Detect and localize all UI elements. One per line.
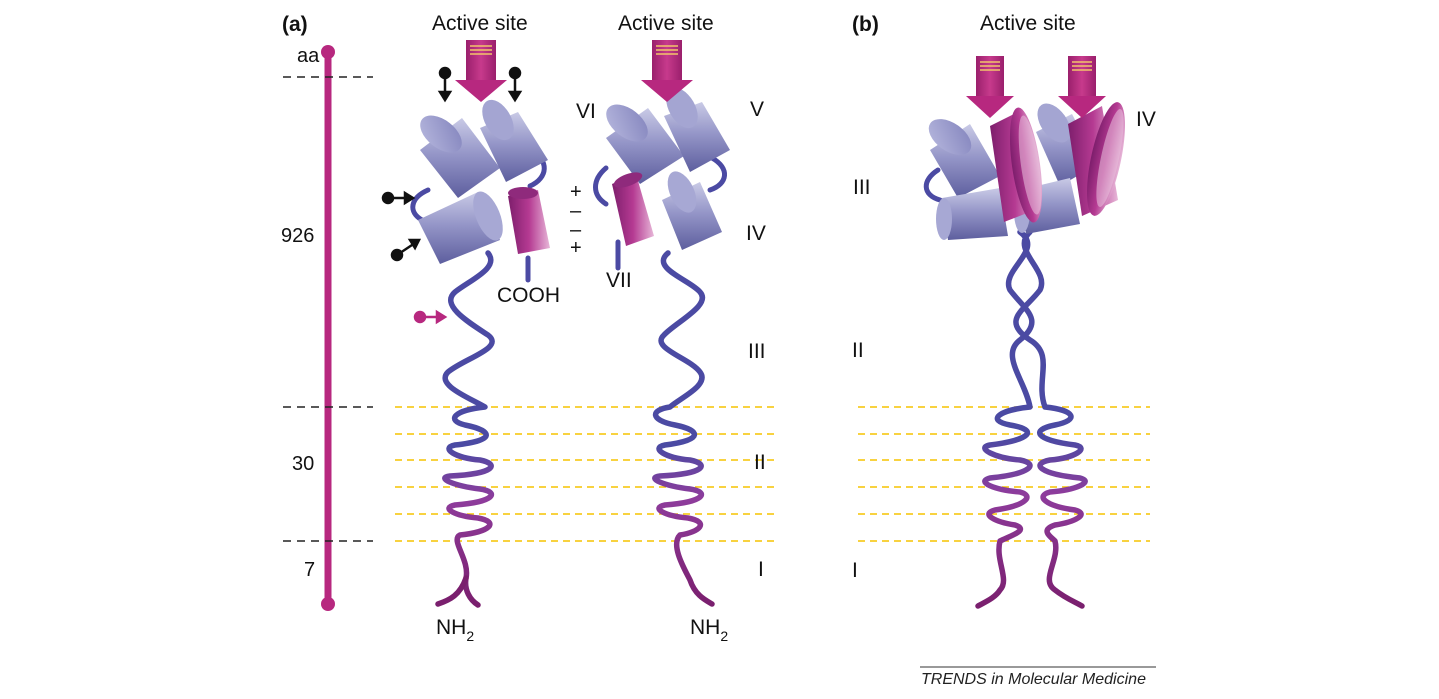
b-active-site-arrow-1 [966, 56, 1014, 118]
a-left-cylinder-bottom [418, 191, 503, 264]
panel-label-a: (a) [282, 13, 308, 36]
a-right-domain-iii: III [748, 340, 766, 363]
a-left-markers [381, 66, 523, 262]
a-left-cooh-label: COOH [497, 284, 560, 307]
a-left-loop-2 [410, 187, 431, 223]
molecule-b-dimer: III II I IV [852, 56, 1156, 609]
a-right-domain-v: V [750, 98, 764, 121]
charge-4: + [570, 237, 582, 259]
a-right-cylinder-bottom [662, 171, 722, 250]
a-right-domain-ii: II [754, 451, 766, 474]
a-right-domain-vii: VII [606, 269, 632, 292]
a-left-active-site-arrow [455, 40, 507, 102]
scale-segment-926: 926 [281, 225, 314, 247]
a-right-cylinder-top-right [664, 87, 730, 172]
a-right-domain-vi: VI [576, 100, 596, 123]
a-right-loop-1 [707, 155, 727, 193]
a-right-cylinder-top-left [606, 104, 684, 184]
scale-bar-bottom-dot [321, 597, 335, 611]
b-loop-left [923, 167, 943, 203]
active-site-label-1: Active site [432, 12, 528, 35]
active-site-label-3: Active site [980, 12, 1076, 35]
b-helix-magenta-2 [1068, 102, 1125, 216]
a-right-active-site-arrow [641, 40, 693, 102]
molecule-a-right: VI V IV VII III II I NH2 [576, 40, 766, 644]
credit-text: TRENDS in Molecular Medicine [921, 671, 1146, 688]
a-right-domain-i: I [758, 558, 764, 581]
a-left-n-tail [435, 575, 469, 607]
molecule-a-left: COOH NH2 [381, 40, 560, 644]
b-helix-magenta-1 [990, 107, 1043, 223]
b-cylinder-1 [928, 119, 1000, 198]
scale-segment-30: 30 [292, 453, 314, 475]
active-site-label-2: Active site [618, 12, 714, 35]
a-right-loop-2 [593, 165, 609, 207]
a-left-helix-magenta [508, 187, 550, 254]
b-domain-i: I [852, 559, 858, 582]
a-right-domain-iv: IV [746, 222, 766, 245]
scale-segment-7: 7 [304, 559, 315, 581]
a-left-magenta-marker [413, 309, 448, 325]
scale-bar-group: aa 926 30 7 [281, 45, 373, 611]
charge-1: + [570, 181, 582, 203]
a-right-nh2-label: NH2 [690, 616, 728, 644]
b-cylinder-2 [936, 188, 1008, 240]
a-left-cylinder-top-left [420, 115, 500, 198]
b-stalk-right [1013, 229, 1088, 609]
a-left-stalk [442, 250, 495, 608]
charge-labels: + – – + [570, 181, 582, 259]
charge-3: – [570, 219, 582, 241]
a-right-stalk [652, 250, 715, 607]
scale-bar-top-dot [321, 45, 335, 59]
a-right-helix-magenta [612, 172, 654, 246]
charge-2: – [570, 200, 582, 222]
a-left-cylinder-top-right [480, 99, 548, 182]
scale-unit-label: aa [297, 45, 320, 67]
a-left-nh2-label: NH2 [436, 616, 474, 644]
b-domain-ii: II [852, 339, 864, 362]
b-domain-iii: III [853, 176, 871, 199]
panel-label-b: (b) [852, 13, 879, 36]
b-stalk-left [975, 229, 1035, 609]
b-active-site-arrow-2 [1058, 56, 1106, 118]
b-domain-iv: IV [1136, 108, 1156, 131]
